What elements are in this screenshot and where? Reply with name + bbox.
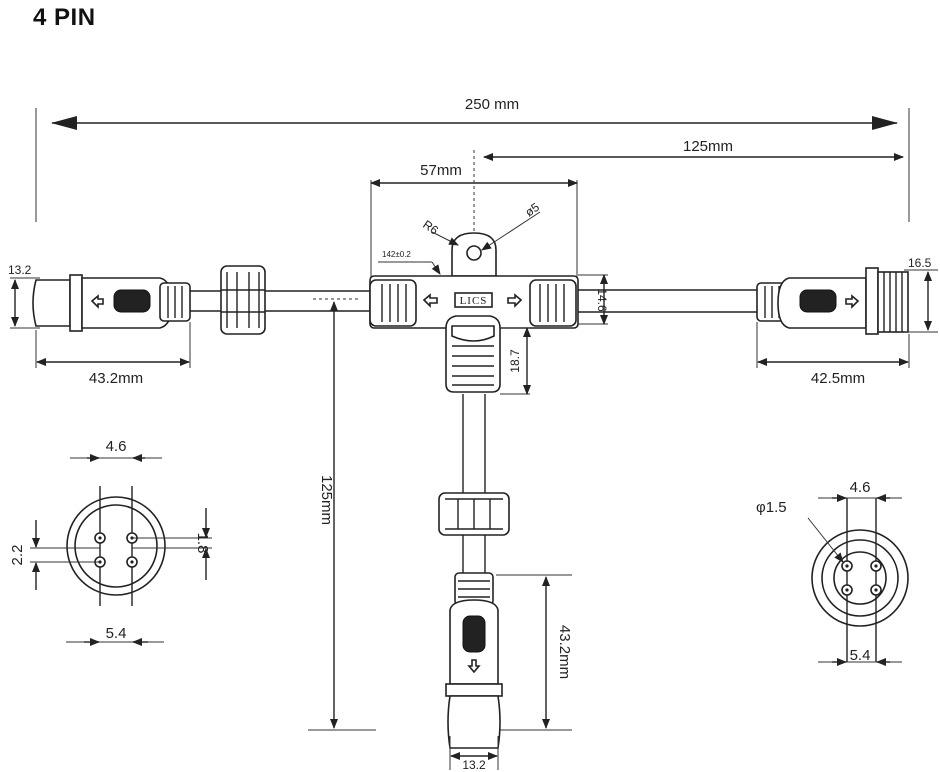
right-dia-label: 16.5 [908, 256, 932, 270]
left-female-connector [32, 265, 370, 335]
half-length-label: 125mm [683, 138, 733, 155]
right-male-connector [578, 267, 909, 335]
male-pin-dia-label: φ1.5 [756, 499, 787, 516]
tolerance-label: 142±0.2 [382, 250, 411, 259]
half-length-dimension: 125mm [483, 138, 904, 161]
diagram-title: 4 PIN [33, 4, 96, 31]
tee-drop-label: 18.7 [508, 349, 522, 373]
female-face-view: 4.6 5.4 2.2 1.8 [9, 438, 212, 646]
bottom-female-connector [438, 394, 510, 749]
tee-width-label: 57mm [420, 162, 462, 179]
female-pitch-bottom-label: 5.4 [106, 625, 127, 642]
vertical-length-label: 125mm [318, 475, 335, 525]
left-dimensions: 13.2 43.2mm [8, 263, 191, 387]
total-length-label: 250 mm [465, 96, 519, 113]
male-pitch-bottom-label: 5.4 [850, 647, 871, 664]
vertical-length-dimension: 125mm [308, 301, 376, 731]
left-dia-label: 13.2 [8, 263, 32, 277]
total-length-dimension: 250 mm [35, 96, 910, 222]
bottom-length-label: 43.2mm [556, 625, 573, 679]
bottom-dia-label: 13.2 [462, 758, 486, 772]
left-length-label: 43.2mm [89, 370, 143, 387]
brand-label: LICS [460, 295, 488, 307]
female-pitch-top-label: 4.6 [106, 438, 127, 455]
tee-connector-body: LICS [369, 232, 579, 393]
hole-dia-label: ø5 [522, 200, 542, 220]
male-pitch-top-label: 4.6 [850, 479, 871, 496]
female-left-dim-label: 2.2 [9, 545, 26, 566]
bottom-dimensions: 43.2mm 13.2 [449, 574, 573, 772]
tee-height-label: 14.6 [595, 288, 609, 312]
tee-drop-dimension: 18.7 [500, 327, 531, 395]
tee-height-dimension: 14.6 [578, 274, 609, 325]
right-dimensions: 16.5 42.5mm [756, 256, 938, 387]
female-right-dim-label: 1.8 [194, 533, 211, 554]
right-length-label: 42.5mm [811, 370, 865, 387]
male-face-view: φ1.5 4.6 5.4 [756, 479, 909, 666]
